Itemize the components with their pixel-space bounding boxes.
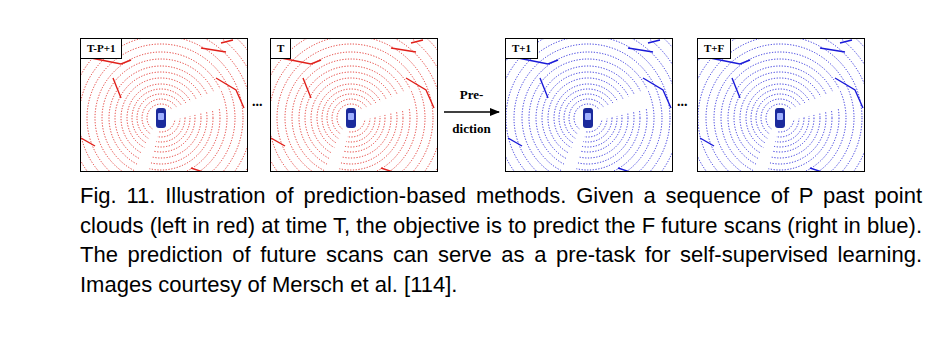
scan-panel: T-P+1 xyxy=(80,38,248,172)
scan-panel: T+1 xyxy=(505,38,673,172)
time-label: T-P+1 xyxy=(80,38,122,59)
time-label: T+F xyxy=(697,38,731,59)
figure-caption: Fig. 11. Illustration of prediction-base… xyxy=(80,181,922,299)
prediction-arrow xyxy=(444,111,499,113)
ellipsis: ... xyxy=(677,94,688,110)
time-label: T xyxy=(270,38,291,59)
scan-panel: T+F xyxy=(697,38,865,172)
scan-panel: T xyxy=(270,38,438,172)
edge-label: Pre- diction xyxy=(447,78,497,146)
time-label: T+1 xyxy=(505,38,538,59)
ellipsis: ... xyxy=(252,94,263,110)
